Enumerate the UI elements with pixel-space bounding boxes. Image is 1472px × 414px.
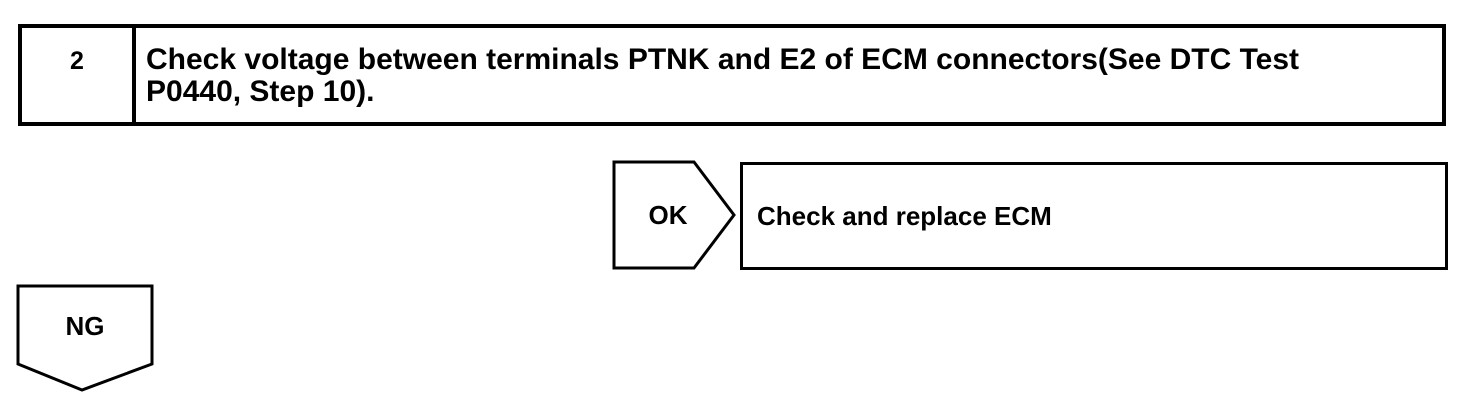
ok-action-text: Check and replace ECM [757, 200, 1052, 231]
ng-label: NG [65, 310, 105, 341]
ok-arrow-shape [612, 160, 736, 270]
step-number: 2 [22, 28, 136, 122]
ng-arrow-shape [16, 284, 154, 392]
step-box: 2 Check voltage between terminals PTNK a… [18, 24, 1446, 126]
step-instruction: Check voltage between terminals PTNK and… [146, 43, 1300, 108]
ok-label: OK [648, 199, 688, 230]
ok-action-box: Check and replace ECM [740, 162, 1448, 270]
